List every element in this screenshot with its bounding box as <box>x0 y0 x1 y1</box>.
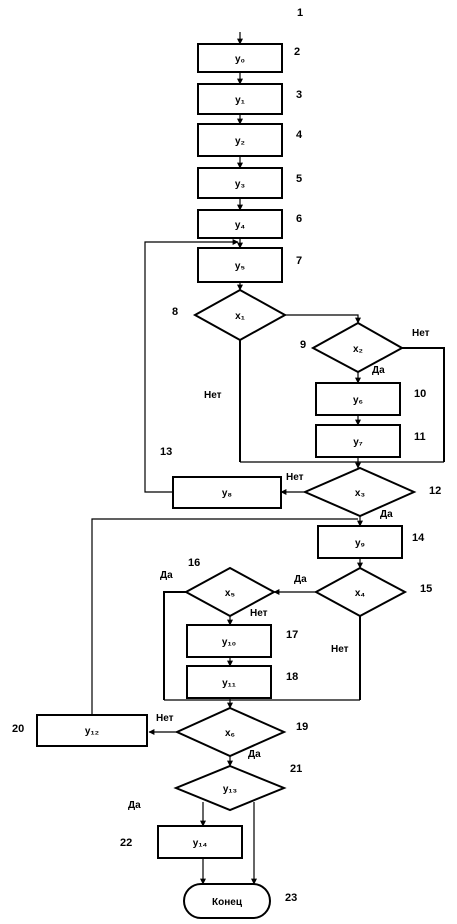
block-5-label: y₃ <box>235 179 246 190</box>
decision-8: x₁ <box>192 288 288 342</box>
num-9: 9 <box>300 339 306 351</box>
num-13: 13 <box>160 446 172 458</box>
num-22: 22 <box>120 837 132 849</box>
block-3-label: y₁ <box>235 95 245 106</box>
end-label: Конец <box>212 897 243 908</box>
block-10: y₆ <box>315 382 401 416</box>
num-21: 21 <box>290 763 302 775</box>
label-no-x4: Нет <box>331 644 349 655</box>
block-22-label: y₁₄ <box>193 838 208 849</box>
connectors <box>91 32 445 885</box>
num-16: 16 <box>188 557 200 569</box>
block-5: y₃ <box>197 167 283 199</box>
block-2-label: y₀ <box>235 54 245 65</box>
label-no-x1: Нет <box>204 390 222 401</box>
decision-8-label: x₁ <box>235 311 245 322</box>
label-no-x2: Нет <box>412 328 430 339</box>
block-18-label: y₁₁ <box>222 678 236 689</box>
block-13: y₈ <box>172 476 282 509</box>
label-no-x5: Нет <box>250 608 268 619</box>
num-3: 3 <box>296 89 302 101</box>
decision-12: x₃ <box>302 466 417 518</box>
label-no-x3: Нет <box>286 472 304 483</box>
label-yes-y13: Да <box>128 800 141 811</box>
num-10: 10 <box>414 388 426 400</box>
block-14: y₉ <box>317 525 403 559</box>
num-1: 1 <box>297 7 303 19</box>
block-20: y₁₂ <box>36 714 148 747</box>
block-14-label: y₉ <box>355 538 365 549</box>
decision-19: x₆ <box>174 706 287 758</box>
block-6-label: y₄ <box>235 220 246 231</box>
num-20: 20 <box>12 723 24 735</box>
decision-19-label: x₆ <box>225 728 235 739</box>
num-8: 8 <box>172 306 178 318</box>
num-5: 5 <box>296 173 302 185</box>
block-4-label: y₂ <box>235 136 245 147</box>
block-20-label: y₁₂ <box>85 726 99 737</box>
decision-16: x₅ <box>183 566 277 618</box>
block-2: y₀ <box>197 43 283 73</box>
block-22: y₁₄ <box>157 825 243 859</box>
block-7-label: y₅ <box>235 261 246 272</box>
decision-15-label: x₄ <box>355 588 366 599</box>
decision-21: y₁₃ <box>173 764 287 812</box>
num-6: 6 <box>296 213 302 225</box>
block-4: y₂ <box>197 123 283 157</box>
decision-21-label: y₁₃ <box>223 784 238 795</box>
label-no-x6: Нет <box>156 713 174 724</box>
label-yes-x2: Да <box>372 365 385 376</box>
block-11-label: y₇ <box>353 437 363 448</box>
num-14: 14 <box>412 532 425 544</box>
label-yes-x6: Да <box>248 749 261 760</box>
label-yes-x3: Да <box>380 509 393 520</box>
decision-9-label: x₂ <box>353 344 363 355</box>
decision-12-label: x₃ <box>355 488 366 499</box>
block-10-label: y₆ <box>353 395 363 406</box>
num-12: 12 <box>429 485 441 497</box>
label-yes-x5: Да <box>160 570 173 581</box>
block-3: y₁ <box>197 83 283 115</box>
decision-9: x₂ <box>310 321 405 374</box>
branch-labels: Нет Да Нет Нет Да Да Да Нет Нет Нет Да Д… <box>128 328 430 811</box>
block-11: y₇ <box>315 424 401 458</box>
num-15: 15 <box>420 583 432 595</box>
label-yes-x4: Да <box>294 574 307 585</box>
num-2: 2 <box>294 46 300 58</box>
block-6: y₄ <box>197 209 283 239</box>
end-terminator: Конец <box>183 883 271 919</box>
block-17: y₁₀ <box>186 624 272 658</box>
num-19: 19 <box>296 721 308 733</box>
block-17-label: y₁₀ <box>222 637 236 648</box>
block-7: y₅ <box>197 247 283 283</box>
decision-16-label: x₅ <box>225 588 236 599</box>
num-17: 17 <box>286 629 298 641</box>
num-11: 11 <box>414 431 426 443</box>
block-13-label: y₈ <box>222 488 233 499</box>
decision-15: x₄ <box>313 566 408 618</box>
block-18: y₁₁ <box>186 665 272 699</box>
num-18: 18 <box>286 671 298 683</box>
step-numbers: 1 2 3 4 5 6 7 8 9 10 11 12 13 14 15 16 1… <box>12 7 441 904</box>
num-4: 4 <box>296 129 303 141</box>
num-7: 7 <box>296 255 302 267</box>
num-23: 23 <box>285 892 297 904</box>
